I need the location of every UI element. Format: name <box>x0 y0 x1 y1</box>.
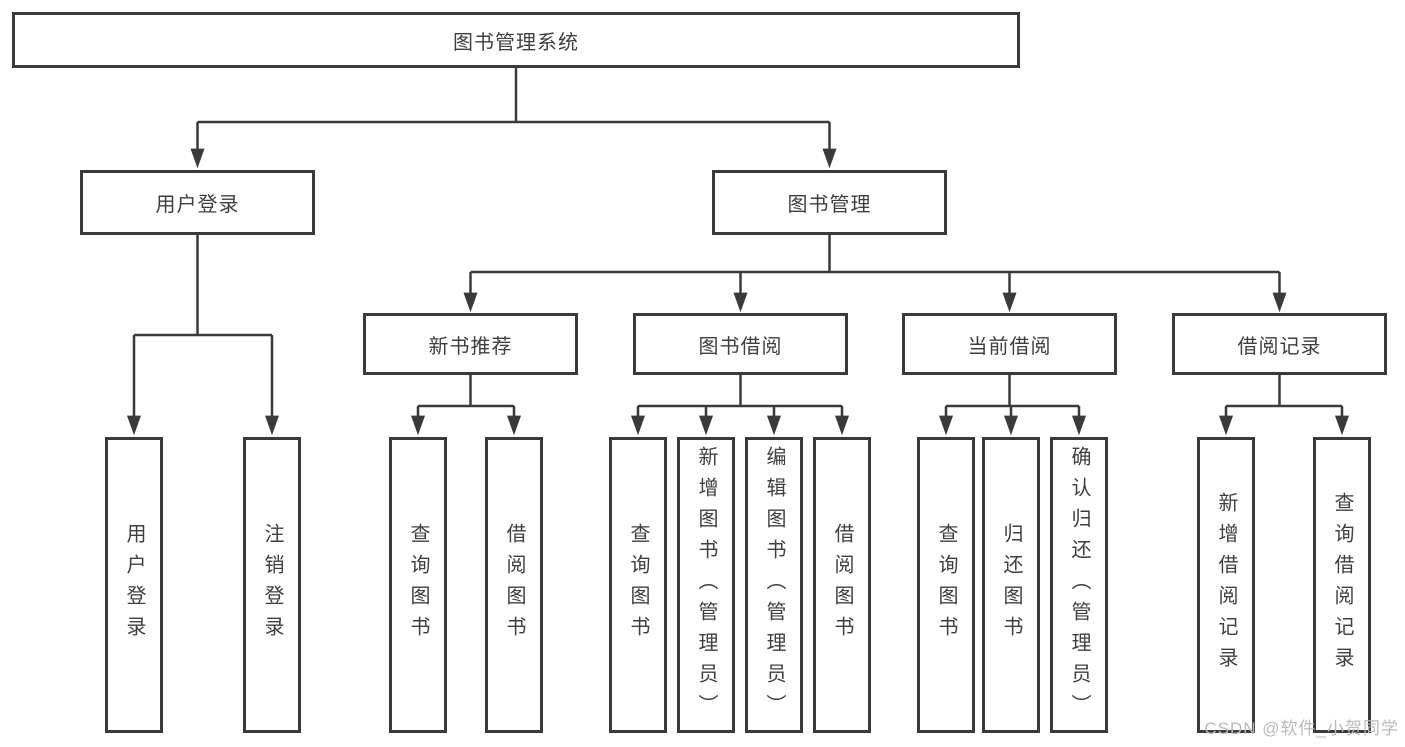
leaf-newbook-borrow-books: 借阅图书 <box>485 437 543 733</box>
leaf-current-query-books: 查询图书 <box>917 437 975 733</box>
leaf-records-query-record: 查询借阅记录 <box>1313 437 1371 733</box>
leaf-borrow-query-books-label: 查询图书 <box>627 523 649 647</box>
leaf-current-return-books-label: 归还图书 <box>1000 523 1022 647</box>
node-new-book-recommend: 新书推荐 <box>363 313 578 375</box>
leaf-current-confirm-return-admin: 确认归还（管理员） <box>1050 437 1108 733</box>
node-current-borrow-label: 当前借阅 <box>967 335 1052 358</box>
node-borrow-records: 借阅记录 <box>1172 313 1387 375</box>
leaf-borrow-borrow-books-label: 借阅图书 <box>831 523 853 647</box>
node-book-borrow: 图书借阅 <box>633 313 848 375</box>
leaf-borrow-query-books: 查询图书 <box>609 437 667 733</box>
leaf-current-return-books: 归还图书 <box>982 437 1040 733</box>
leaf-newbook-borrow-books-label: 借阅图书 <box>503 523 525 647</box>
leaf-borrow-add-books-admin-label: 新增图书（管理员） <box>695 445 717 725</box>
leaf-borrow-borrow-books: 借阅图书 <box>813 437 871 733</box>
leaf-records-add-record: 新增借阅记录 <box>1197 437 1255 733</box>
node-book-borrow-label: 图书借阅 <box>698 335 783 358</box>
leaf-logout-label: 注销登录 <box>261 523 283 647</box>
leaf-user-login: 用户登录 <box>105 437 163 733</box>
leaf-borrow-edit-books-admin-label: 编辑图书（管理员） <box>763 445 785 725</box>
node-root-label: 图书管理系统 <box>453 31 579 54</box>
node-book-management-label: 图书管理 <box>787 194 872 216</box>
leaf-current-confirm-return-admin-label: 确认归还（管理员） <box>1068 445 1090 725</box>
node-user-login: 用户登录 <box>80 170 315 235</box>
leaf-borrow-add-books-admin: 新增图书（管理员） <box>677 437 735 733</box>
node-new-book-recommend-label: 新书推荐 <box>428 335 513 358</box>
node-book-management: 图书管理 <box>712 170 947 235</box>
leaf-current-query-books-label: 查询图书 <box>935 523 957 647</box>
csdn-watermark: CSDN @软件_小贺同学 <box>1204 719 1399 738</box>
leaf-logout: 注销登录 <box>243 437 301 733</box>
node-borrow-records-label: 借阅记录 <box>1237 335 1322 358</box>
node-root-system: 图书管理系统 <box>12 12 1020 68</box>
leaf-newbook-query-books-label: 查询图书 <box>407 523 429 647</box>
leaf-newbook-query-books: 查询图书 <box>389 437 447 733</box>
leaf-borrow-edit-books-admin: 编辑图书（管理员） <box>745 437 803 733</box>
node-current-borrow: 当前借阅 <box>902 313 1117 375</box>
leaf-user-login-label: 用户登录 <box>123 523 145 647</box>
leaf-records-add-record-label: 新增借阅记录 <box>1215 492 1237 678</box>
leaf-records-query-record-label: 查询借阅记录 <box>1331 492 1353 678</box>
node-user-login-label: 用户登录 <box>155 194 240 216</box>
